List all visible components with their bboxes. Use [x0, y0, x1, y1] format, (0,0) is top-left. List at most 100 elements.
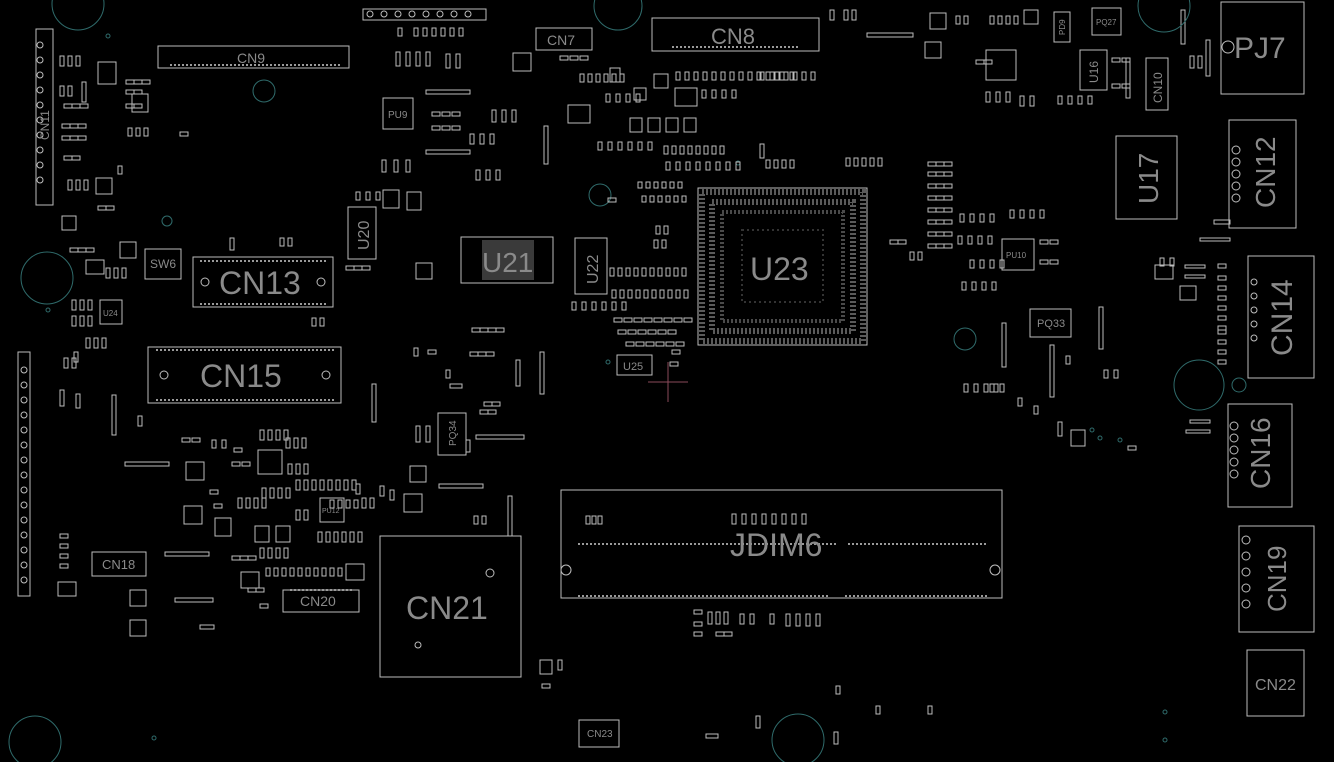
- passive-component[interactable]: [683, 317, 693, 323]
- passive-component[interactable]: [723, 611, 729, 625]
- passive-component[interactable]: [451, 125, 461, 131]
- passive-component[interactable]: [623, 317, 633, 323]
- passive-component[interactable]: [669, 181, 675, 189]
- passive-component[interactable]: [591, 301, 597, 311]
- passive-component[interactable]: [943, 231, 953, 237]
- passive-component[interactable]: [295, 463, 301, 475]
- passive-component[interactable]: [365, 191, 371, 201]
- passive-component[interactable]: [611, 289, 617, 299]
- passive-component[interactable]: [975, 59, 985, 65]
- passive-component[interactable]: [487, 327, 497, 333]
- passive-component[interactable]: [69, 135, 79, 141]
- passive-component[interactable]: [1217, 263, 1227, 269]
- passive-component[interactable]: [289, 567, 295, 577]
- passive-component[interactable]: [613, 317, 623, 323]
- passive-component[interactable]: [425, 425, 431, 443]
- passive-component[interactable]: [105, 267, 111, 279]
- passive-component[interactable]: [645, 181, 651, 189]
- passive-component[interactable]: [469, 351, 479, 357]
- passive-component[interactable]: [247, 587, 257, 593]
- passive-component[interactable]: [625, 267, 631, 277]
- passive-component[interactable]: [1009, 209, 1015, 219]
- passive-component[interactable]: [559, 55, 569, 61]
- passive-component[interactable]: [231, 461, 241, 467]
- passive-component[interactable]: [59, 85, 65, 97]
- passive-component[interactable]: [1029, 95, 1035, 107]
- cn12-outline[interactable]: [1228, 119, 1297, 229]
- passive-component[interactable]: [375, 191, 381, 201]
- passive-component[interactable]: [455, 53, 461, 69]
- passive-component[interactable]: [473, 515, 479, 525]
- passive-component[interactable]: [213, 503, 223, 509]
- passive-component[interactable]: [673, 267, 679, 277]
- passive-component[interactable]: [635, 289, 641, 299]
- passive-component[interactable]: [451, 111, 461, 117]
- passive-component[interactable]: [739, 613, 745, 625]
- passive-component[interactable]: [702, 71, 708, 81]
- passive-component[interactable]: [935, 195, 945, 201]
- passive-component[interactable]: [943, 243, 953, 249]
- cn18-outline[interactable]: [91, 551, 147, 577]
- passive-component[interactable]: [321, 567, 327, 577]
- passive-component[interactable]: [877, 157, 883, 167]
- passive-component[interactable]: [117, 165, 123, 175]
- passive-component[interactable]: [759, 71, 765, 81]
- passive-component[interactable]: [943, 161, 953, 167]
- passive-component[interactable]: [59, 55, 65, 67]
- passive-component[interactable]: [143, 127, 149, 137]
- passive-component[interactable]: [335, 479, 341, 491]
- passive-component[interactable]: [61, 135, 71, 141]
- passive-component[interactable]: [445, 53, 451, 69]
- passive-component[interactable]: [663, 225, 669, 235]
- passive-component[interactable]: [771, 513, 777, 525]
- passive-component[interactable]: [113, 267, 119, 279]
- passive-component[interactable]: [1049, 259, 1059, 265]
- passive-component[interactable]: [75, 179, 81, 191]
- passive-component[interactable]: [569, 55, 579, 61]
- passive-component[interactable]: [397, 27, 403, 37]
- passive-component[interactable]: [63, 155, 73, 161]
- passive-component[interactable]: [647, 117, 661, 133]
- passive-component[interactable]: [441, 111, 451, 117]
- passive-component[interactable]: [619, 289, 625, 299]
- u24-outline[interactable]: [99, 299, 123, 325]
- passive-component[interactable]: [655, 341, 665, 347]
- passive-component[interactable]: [491, 109, 497, 123]
- passive-component[interactable]: [449, 27, 455, 37]
- top-header-strip[interactable]: [362, 8, 487, 21]
- passive-component[interactable]: [625, 341, 635, 347]
- passive-component[interactable]: [1217, 275, 1227, 281]
- passive-component[interactable]: [121, 267, 127, 279]
- passive-component[interactable]: [641, 195, 647, 203]
- cn11-outline[interactable]: [35, 28, 54, 206]
- passive-component[interactable]: [179, 131, 189, 137]
- passive-component[interactable]: [1111, 57, 1121, 63]
- passive-component[interactable]: [469, 133, 475, 145]
- passive-component[interactable]: [679, 145, 685, 155]
- pq33-outline[interactable]: [1029, 308, 1072, 338]
- passive-component[interactable]: [239, 555, 249, 561]
- passive-component[interactable]: [237, 497, 243, 509]
- passive-component[interactable]: [983, 383, 989, 393]
- passive-component[interactable]: [1111, 83, 1121, 89]
- passive-component[interactable]: [591, 515, 597, 525]
- passive-component[interactable]: [355, 483, 361, 495]
- passive-component[interactable]: [329, 567, 335, 577]
- passive-component[interactable]: [675, 161, 681, 171]
- passive-component[interactable]: [77, 135, 87, 141]
- passive-component[interactable]: [629, 117, 643, 133]
- passive-component[interactable]: [285, 437, 291, 449]
- u20-outline[interactable]: [347, 206, 377, 260]
- passive-component[interactable]: [353, 499, 359, 509]
- passive-component[interactable]: [93, 337, 99, 349]
- passive-component[interactable]: [313, 567, 319, 577]
- passive-component[interactable]: [311, 479, 317, 491]
- passive-component[interactable]: [1005, 15, 1011, 25]
- passive-component[interactable]: [79, 315, 85, 327]
- passive-component[interactable]: [729, 71, 735, 81]
- passive-component[interactable]: [935, 183, 945, 189]
- passive-component[interactable]: [475, 169, 481, 181]
- passive-component[interactable]: [221, 439, 227, 449]
- passive-component[interactable]: [59, 543, 69, 549]
- passive-component[interactable]: [720, 71, 726, 81]
